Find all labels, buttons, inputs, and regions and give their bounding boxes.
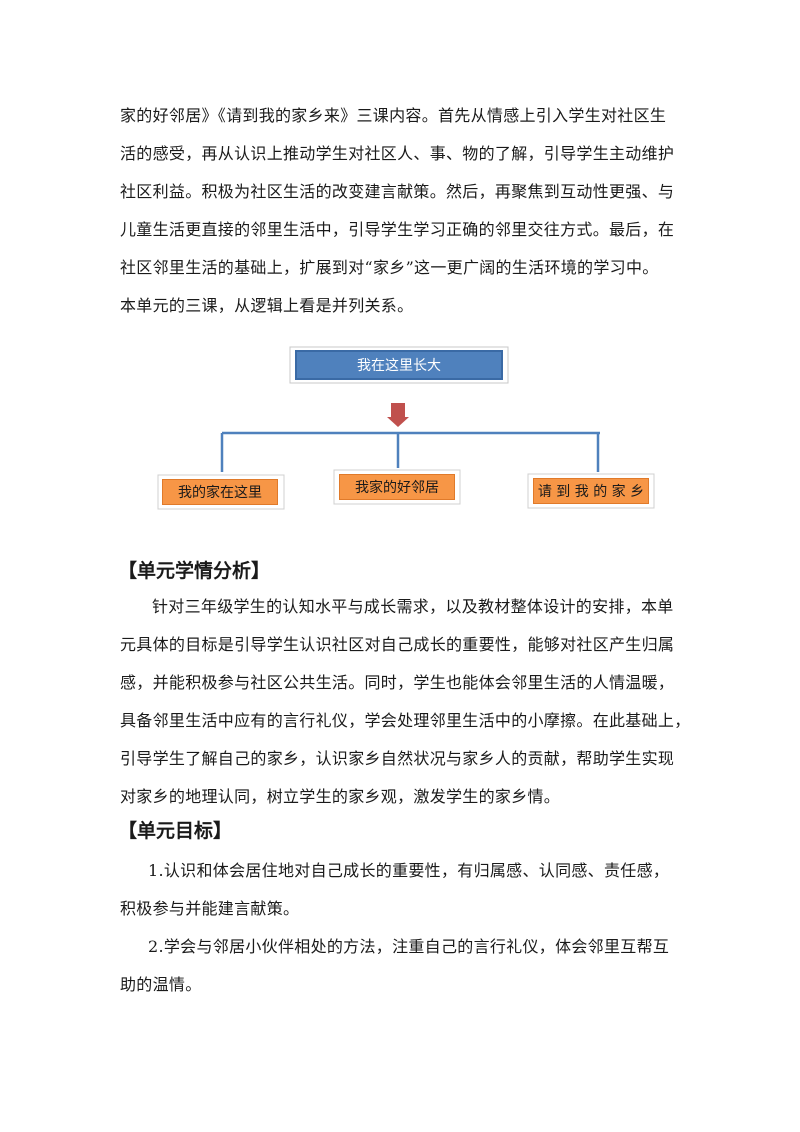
down-arrow-icon xyxy=(387,417,409,427)
text-line: 活的感受，再从认识上推动学生对社区人、事、物的了解，引导学生主动维护 xyxy=(120,144,675,163)
text-line: 元具体的目标是引导学生认识社区对自己成长的重要性，能够对社区产生归属 xyxy=(120,635,675,654)
text-line: 针对三年级学生的认知水平与成长需求，以及教材整体设计的安排，本单 xyxy=(152,597,674,616)
text-line: 感，并能积极参与社区公共生活。同时，学生也能体会邻里生活的人情温暖， xyxy=(120,673,675,692)
text-line: 2.学会与邻居小伙伴相处的方法，注重自己的言行礼仪，体会邻里互帮互 xyxy=(148,937,670,956)
child-node-2: 我家的好邻居 xyxy=(339,474,455,500)
text-line: 积极参与并能建言献策。 xyxy=(120,899,300,918)
text-line: 具备邻里生活中应有的言行礼仪，学会处理邻里生活中的小摩擦。在此基础上， xyxy=(120,711,691,730)
section-title-analysis: 【单元学情分析】 xyxy=(118,560,271,582)
intro-paragraph: 家的好邻居》《请到我的家乡来》三课内容。首先从情感上引入学生对社区生 活的感受，… xyxy=(120,97,690,325)
text-line: 儿童生活更直接的邻里生活中，引导学生学习正确的邻里交往方式。最后，在 xyxy=(120,220,675,239)
analysis-paragraph: 针对三年级学生的认知水平与成长需求，以及教材整体设计的安排，本单 元具体的目标是… xyxy=(120,588,690,816)
text-line: 家的好邻居》《请到我的家乡来》三课内容。首先从情感上引入学生对社区生 xyxy=(120,106,667,125)
text-line: 引导学生了解自己的家乡，认识家乡自然状况与家乡人的贡献，帮助学生实现 xyxy=(120,749,675,768)
goal-2: 2.学会与邻居小伙伴相处的方法，注重自己的言行礼仪，体会邻里互帮互 助的温情。 xyxy=(120,928,690,1004)
goal-1: 1.认识和体会居住地对自己成长的重要性，有归属感、认同感、责任感， 积极参与并能… xyxy=(120,852,690,928)
text-line: 对家乡的地理认同，树立学生的家乡观，激发学生的家乡情。 xyxy=(120,787,561,806)
text-line: 社区利益。积极为社区生活的改变建言献策。然后，再聚焦到互动性更强、与 xyxy=(120,182,675,201)
child-node-3: 请 到 我 的 家 乡 xyxy=(533,478,649,504)
child-node-1: 我的家在这里 xyxy=(162,479,278,505)
root-node: 我在这里长大 xyxy=(295,350,503,380)
text-line: 1.认识和体会居住地对自己成长的重要性，有归属感、认同感、责任感， xyxy=(148,861,670,880)
arrow-shaft xyxy=(391,403,405,417)
text-line: 本单元的三课，从逻辑上看是并列关系。 xyxy=(120,296,414,315)
text-line: 助的温情。 xyxy=(120,975,202,994)
section-title-goals: 【单元目标】 xyxy=(118,820,233,842)
text-line: 社区邻里生活的基础上，扩展到对“家乡”这一更广阔的生活环境的学习中。 xyxy=(120,258,659,277)
